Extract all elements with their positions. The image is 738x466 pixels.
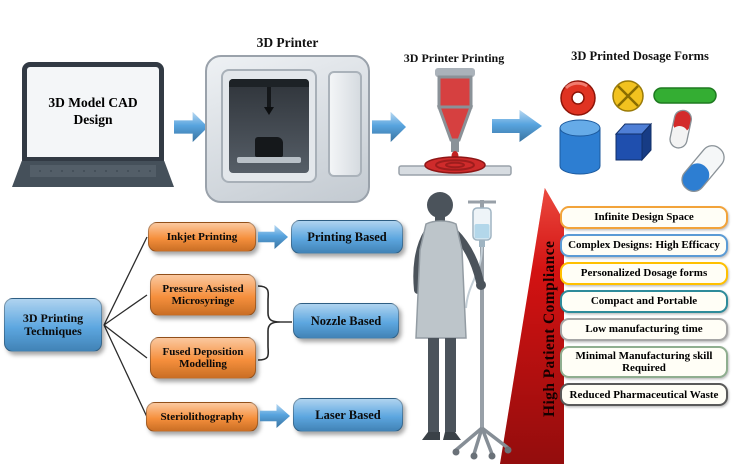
method-box-pressure-microsyringe: Pressure Assisted Microsyringe (150, 274, 256, 316)
patient-figure (396, 190, 516, 462)
printer-opening (229, 79, 309, 173)
category-box-printing-based: Printing Based (291, 220, 403, 254)
benefit-infinite-design: Infinite Design Space (560, 206, 728, 229)
printer-frame (221, 69, 317, 183)
category-box-nozzle-based: Nozzle Based (293, 303, 399, 339)
compliance-banner-label: High Patient Compliance (541, 240, 558, 418)
printing-nozzle-icon (398, 68, 512, 176)
benefit-reduced-waste: Reduced Pharmaceutical Waste (560, 383, 728, 407)
laptop-icon: 3D Model CAD Design (12, 62, 174, 194)
printer-door (328, 71, 362, 177)
benefits-list: Infinite Design Space Complex Designs: H… (560, 206, 728, 407)
techniques-root-box: 3D Printing Techniques (4, 298, 102, 352)
cad-design-label: 3D Model CAD Design (48, 95, 138, 127)
method-box-inkjet: Inkjet Printing (148, 222, 256, 252)
printer-title: 3D Printer (256, 35, 319, 50)
benefit-minimal-skill: Minimal Manufacturing skill Required (560, 346, 728, 379)
printer-nozzle-tip-icon (264, 107, 274, 115)
dosage-forms-icons (559, 80, 725, 192)
printer-gantry (229, 79, 309, 87)
benefit-low-manufacturing-time: Low manufacturing time (560, 318, 728, 341)
printer-build-plate (237, 157, 301, 163)
printed-object-icon (255, 137, 283, 157)
benefit-personalized-dosage: Personalized Dosage forms (560, 262, 728, 285)
patient-iv-pole-icon (413, 192, 512, 460)
arrow-sterio-to-laser-based-icon (260, 404, 290, 428)
laptop-keys (30, 165, 156, 177)
arrow-laptop-to-printer-icon (174, 112, 208, 142)
laptop-screen: 3D Model CAD Design (22, 62, 164, 162)
printer-rod (267, 87, 271, 107)
method-box-fused-deposition: Fused Deposition Modelling (150, 337, 256, 379)
laptop-keyboard (12, 161, 174, 187)
benefit-complex-designs: Complex Designs: High Efficacy (560, 234, 728, 257)
printer-icon (205, 55, 370, 203)
method-box-steriolithography: Steriolithography (146, 402, 258, 432)
arrow-inkjet-to-printing-based-icon (258, 225, 288, 249)
category-box-laser-based: Laser Based (293, 398, 403, 432)
benefit-compact-portable: Compact and Portable (560, 290, 728, 313)
printing-title: 3D Printer Printing (403, 51, 505, 65)
dosage-title: 3D Printed Dosage Forms (571, 49, 709, 63)
